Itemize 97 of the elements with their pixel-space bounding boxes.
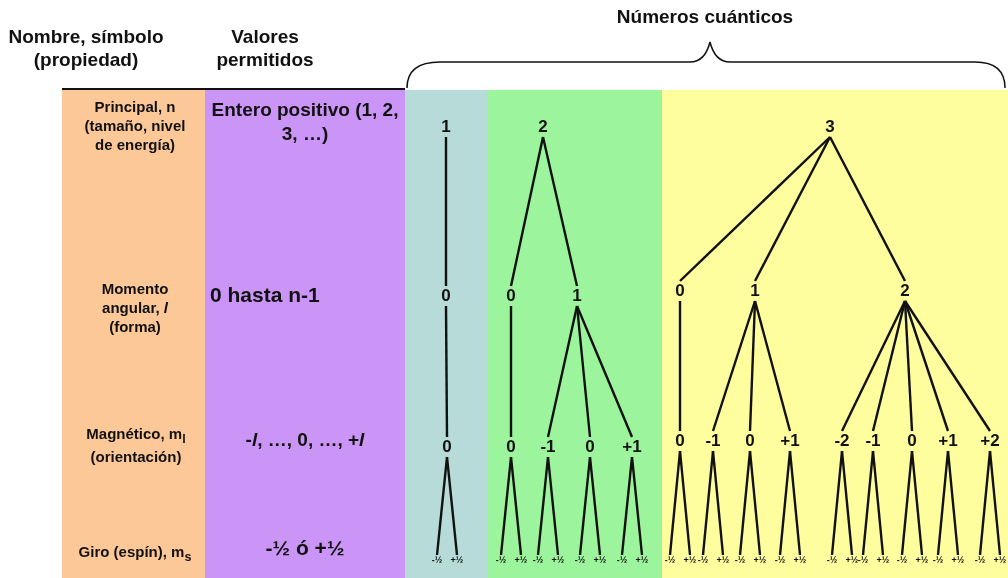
- branch-line: [711, 450, 725, 556]
- branch-line: [753, 300, 792, 432]
- spin-value: -½: [896, 556, 908, 565]
- quantum-number: 0: [442, 438, 452, 455]
- branch-line: [753, 136, 832, 282]
- branch-line: [988, 450, 1002, 556]
- cell-text: 0 hasta n-1: [210, 282, 321, 308]
- quantum-number: 0: [745, 432, 755, 449]
- quantum-number: 2: [538, 118, 548, 135]
- quantum-number: -2: [834, 432, 850, 449]
- branch-line: [546, 305, 579, 438]
- spin-value: +½: [551, 556, 565, 565]
- branch-line: [678, 301, 682, 431]
- spin-value: +½: [593, 556, 607, 565]
- spin-value: -½: [734, 556, 746, 565]
- header-text: Valores permitidos: [215, 26, 315, 72]
- quantum-number: 0: [675, 432, 685, 449]
- branch-line: [871, 300, 907, 432]
- branch-line: [509, 136, 545, 287]
- branch-line: [840, 450, 854, 556]
- cell-text: -½ ó +½: [264, 535, 346, 561]
- spin-value: +½: [683, 556, 697, 565]
- quantum-number: +1: [938, 432, 958, 449]
- header-text: Nombre, símbolo (propiedad): [7, 26, 165, 72]
- spin-value: +½: [915, 556, 929, 565]
- branch-line: [910, 450, 924, 556]
- branch-line: [546, 456, 560, 556]
- spin-value: -½: [532, 556, 544, 565]
- quantum-number: +1: [622, 438, 642, 455]
- quantum-number: -1: [540, 438, 556, 455]
- quantum-number: 1: [572, 287, 582, 304]
- spin-value: -½: [664, 556, 676, 565]
- branch-line: [588, 456, 602, 556]
- header-text: Números cuánticos: [615, 6, 795, 29]
- quantum-number: +1: [780, 432, 800, 449]
- branch-line: [575, 305, 634, 438]
- cell-text: -l, …, 0, …, +l: [244, 428, 366, 452]
- cell-text: Momento angular, l (forma): [100, 280, 170, 337]
- branch-line: [903, 300, 914, 432]
- spin-value: -½: [697, 556, 709, 565]
- branch-line: [840, 300, 907, 432]
- spin-value: -½: [857, 556, 869, 565]
- spin-value: -½: [932, 556, 944, 565]
- quantum-number: 0: [441, 287, 451, 304]
- branch-line: [630, 456, 644, 556]
- quantum-number: 1: [441, 118, 451, 135]
- branch-line: [946, 450, 960, 556]
- spin-value: +½: [793, 556, 807, 565]
- branch-line: [509, 456, 523, 556]
- spin-value: -½: [495, 556, 507, 565]
- spin-value: -½: [974, 556, 986, 565]
- spin-value: +½: [951, 556, 965, 565]
- spin-value: +½: [876, 556, 890, 565]
- quantum-number: 0: [585, 438, 595, 455]
- quantum-number: 2: [900, 282, 910, 299]
- quantum-number: 1: [750, 282, 760, 299]
- quantum-number: 0: [907, 432, 917, 449]
- spin-value: +½: [845, 556, 859, 565]
- cell-text: Magnético, m$_{l}$ (orientación): [85, 425, 187, 467]
- cell-text: Entero positivo (1, 2, 3, …): [210, 98, 400, 146]
- quantum-number: 3: [825, 118, 835, 135]
- branch-line: [788, 450, 802, 556]
- quantum-number: 0: [506, 438, 516, 455]
- branch-line: [903, 300, 950, 432]
- quantum-number: 0: [506, 287, 516, 304]
- branch-line: [871, 450, 885, 556]
- branch-line: [444, 137, 448, 286]
- quantum-number: 0: [675, 282, 685, 299]
- branch-line: [445, 456, 459, 556]
- cell-text: Principal, n (tamaño, nivel de energía): [83, 98, 187, 155]
- quantum-number: -1: [865, 432, 881, 449]
- branch-line: [711, 300, 757, 432]
- branch-line: [904, 300, 991, 432]
- branch-line: [541, 136, 579, 287]
- spin-value: +½: [716, 556, 730, 565]
- spin-value: +½: [993, 556, 1007, 565]
- branch-line: [575, 305, 592, 438]
- spin-value: -½: [774, 556, 786, 565]
- branch-line: [444, 306, 449, 437]
- spin-value: -½: [616, 556, 628, 565]
- spin-value: -½: [574, 556, 586, 565]
- spin-value: +½: [450, 556, 464, 565]
- quantum-number: -1: [705, 432, 721, 449]
- spin-value: -½: [431, 556, 443, 565]
- spin-value: +½: [753, 556, 767, 565]
- spin-value: +½: [635, 556, 649, 565]
- branch-line: [679, 136, 831, 282]
- spin-value: +½: [514, 556, 528, 565]
- branch-line: [748, 450, 762, 556]
- table-column: [205, 90, 405, 578]
- branch-line: [678, 450, 692, 556]
- branch-line: [509, 306, 513, 437]
- spin-value: -½: [826, 556, 838, 565]
- table-column: [62, 90, 205, 578]
- cell-text: Giro (espín), m$_{s}$: [77, 543, 193, 566]
- quantum-number: +2: [980, 432, 1000, 449]
- branch-line: [828, 136, 907, 282]
